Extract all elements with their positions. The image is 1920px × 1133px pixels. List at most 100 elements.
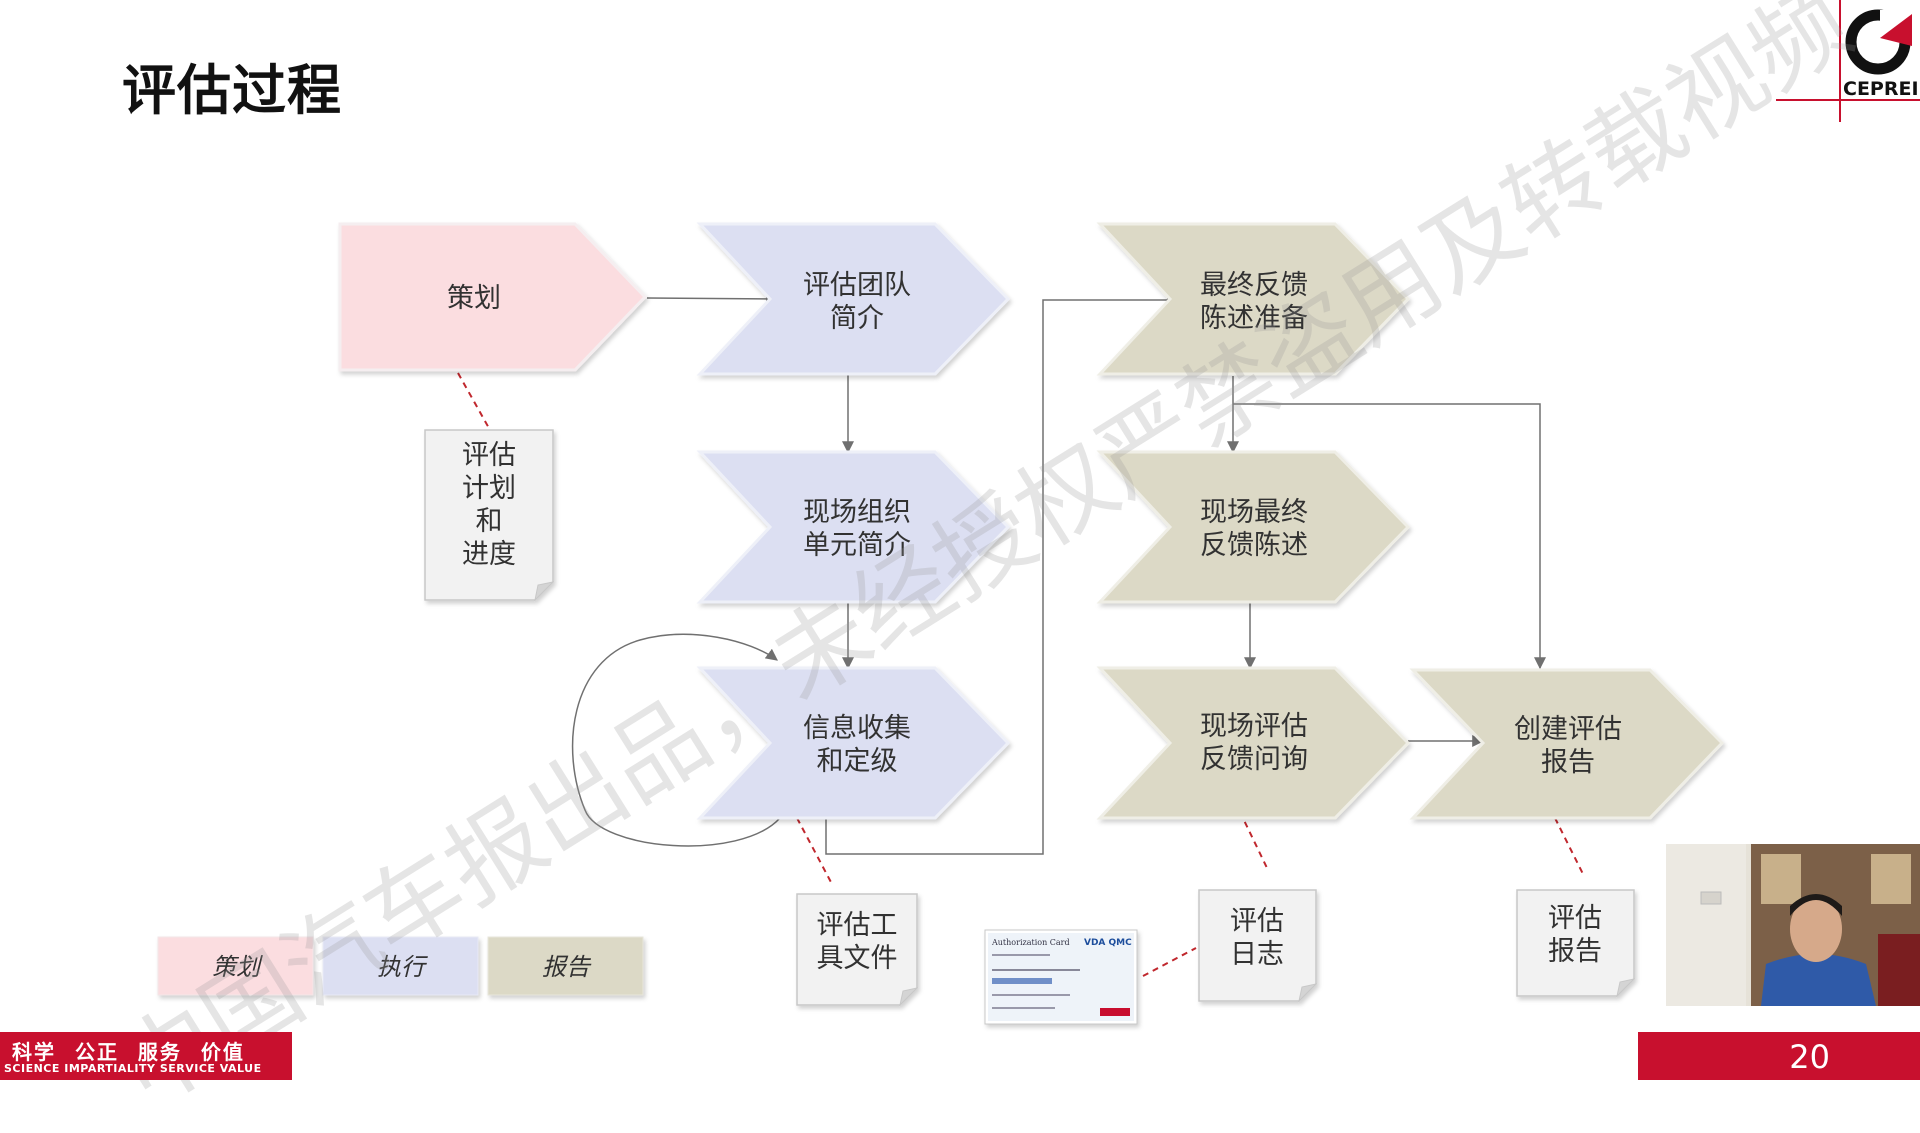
node-create-report-line-1: 创建评估	[1514, 714, 1622, 745]
cepri-logo	[1776, 0, 1920, 122]
node-site-query-line-2: 反馈问询	[1200, 744, 1308, 775]
svg-text:和: 和	[476, 506, 503, 537]
svg-text:评估工: 评估工	[817, 910, 898, 941]
svg-text:Authorization Card: Authorization Card	[991, 938, 1070, 947]
node-site-org-line-1: 现场组织	[803, 497, 911, 528]
doc-log-line-1: 评估	[1230, 906, 1284, 937]
footer-page-bar: 20	[1638, 1032, 1920, 1080]
svg-text:报告: 报告	[542, 953, 592, 981]
node-site-org: 现场组织 单元简介	[696, 450, 1011, 604]
node-create-report: 创建评估 报告	[1409, 668, 1725, 820]
doc-plan-line-3: 和	[476, 506, 503, 537]
svg-text:单元简介: 单元简介	[803, 530, 911, 561]
svg-text:进度: 进度	[462, 539, 516, 570]
doc-tool: 评估工 具文件	[796, 893, 919, 1007]
svg-text:执行: 执行	[377, 953, 428, 981]
node-site-query-line-1: 现场评估	[1200, 711, 1308, 742]
footer-slogan-en: SCIENCE IMPARTIALITY SERVICE VALUE	[4, 1062, 262, 1075]
svg-text:报告: 报告	[1541, 747, 1595, 778]
legend-plan-label: 策划	[212, 953, 263, 981]
arrow-finalprep-to-report	[1233, 403, 1546, 670]
svg-text:现场最终: 现场最终	[1200, 497, 1308, 528]
svg-text:具文件: 具文件	[817, 943, 898, 974]
doc-log: 评估 日志	[1198, 889, 1318, 1003]
node-site-final-line-2: 反馈陈述	[1200, 530, 1308, 561]
authorization-card-image: Authorization Card VDA QMC	[984, 929, 1138, 1025]
loop-arrow-info	[571, 633, 781, 847]
doc-plan-line-4: 进度	[462, 539, 516, 570]
arrow-plan-to-team	[646, 292, 779, 305]
node-final-prep-line-2: 陈述准备	[1200, 303, 1308, 334]
card-brand: VDA QMC	[1084, 938, 1132, 948]
svg-text:简介: 简介	[830, 303, 884, 334]
doc-tool-line-1: 评估工	[817, 910, 898, 941]
node-team: 评估团队 简介	[696, 222, 1011, 376]
node-plan-line-1: 策划	[447, 283, 501, 314]
node-site-final-line-1: 现场最终	[1200, 497, 1308, 528]
link-tool-doc	[796, 817, 834, 887]
node-team-line-1: 评估团队	[803, 270, 911, 301]
doc-log-line-2: 日志	[1230, 939, 1284, 970]
presenter-video	[1666, 844, 1920, 1006]
legend-execute: 执行	[322, 936, 479, 996]
link-card-log	[1142, 947, 1197, 977]
svg-text:现场评估: 现场评估	[1200, 711, 1308, 742]
doc-report-line-2: 报告	[1548, 936, 1602, 967]
svg-text:反馈问询: 反馈问询	[1200, 744, 1308, 775]
svg-text:评估: 评估	[462, 440, 516, 471]
svg-text:和定级: 和定级	[817, 746, 898, 777]
svg-text:策划: 策划	[212, 953, 263, 981]
footer-slogan: 科学 公正 服务 价值 SCIENCE IMPARTIALITY SERVICE…	[0, 1032, 292, 1080]
node-final-prep-line-1: 最终反馈	[1200, 270, 1308, 301]
legend-report-label: 报告	[542, 953, 592, 981]
node-info-line-1: 信息收集	[803, 713, 911, 744]
node-site-final: 现场最终 反馈陈述	[1096, 450, 1411, 604]
arrow-info-to-finalprep	[825, 294, 1180, 855]
node-site-query: 现场评估 反馈问询	[1096, 666, 1411, 820]
flow-connectors	[571, 292, 1546, 855]
svg-text:最终反馈: 最终反馈	[1200, 270, 1308, 301]
node-final-prep: 最终反馈 陈述准备	[1096, 222, 1411, 376]
page-number: 20	[1789, 1038, 1830, 1076]
svg-text:计划: 计划	[462, 473, 516, 504]
node-team-line-2: 简介	[830, 303, 884, 334]
svg-text:日志: 日志	[1230, 939, 1284, 970]
process-diagram: 策划 评估团队 简介 现场组织 单元简介 信息收集 和定级 最终反馈 陈述准备 …	[157, 0, 1920, 1025]
doc-links	[457, 372, 1585, 977]
svg-text:创建评估: 创建评估	[1514, 714, 1622, 745]
legend-plan: 策划	[157, 936, 314, 996]
svg-text:陈述准备: 陈述准备	[1200, 303, 1308, 334]
doc-plan-line-2: 计划	[462, 473, 516, 504]
doc-plan: 评估 计划 和 进度	[424, 429, 555, 602]
svg-text:评估: 评估	[1230, 906, 1284, 937]
legend-execute-label: 执行	[377, 953, 428, 981]
doc-report-line-1: 评估	[1548, 903, 1602, 934]
svg-text:反馈陈述: 反馈陈述	[1200, 530, 1308, 561]
node-plan: 策划	[338, 222, 648, 372]
node-info: 信息收集 和定级	[696, 666, 1011, 820]
svg-text:报告: 报告	[1548, 936, 1602, 967]
legend-report: 报告	[487, 936, 644, 996]
doc-plan-line-1: 评估	[462, 440, 516, 471]
link-plan-doc	[457, 372, 491, 431]
node-create-report-line-2: 报告	[1541, 747, 1595, 778]
legend: 策划 执行 报告	[157, 936, 644, 996]
svg-text:策划: 策划	[447, 283, 501, 314]
doc-report: 评估 报告	[1516, 889, 1636, 998]
node-site-org-line-2: 单元简介	[803, 530, 911, 561]
logo-text: CEPREI	[1843, 78, 1919, 100]
link-report-doc	[1554, 817, 1585, 877]
card-title: Authorization Card	[991, 938, 1070, 947]
doc-tool-line-2: 具文件	[817, 943, 898, 974]
svg-text:信息收集: 信息收集	[803, 713, 911, 744]
svg-text:评估: 评估	[1548, 903, 1602, 934]
page-title: 评估过程	[122, 59, 342, 122]
node-info-line-2: 和定级	[817, 746, 898, 777]
svg-text:VDA QMC: VDA QMC	[1084, 938, 1132, 948]
footer-slogan-cn: 科学 公正 服务 价值	[12, 1040, 245, 1064]
link-log-doc	[1239, 811, 1269, 871]
svg-text:评估团队: 评估团队	[803, 270, 911, 301]
presenter-image	[1666, 844, 1920, 1006]
svg-text:现场组织: 现场组织	[803, 497, 911, 528]
